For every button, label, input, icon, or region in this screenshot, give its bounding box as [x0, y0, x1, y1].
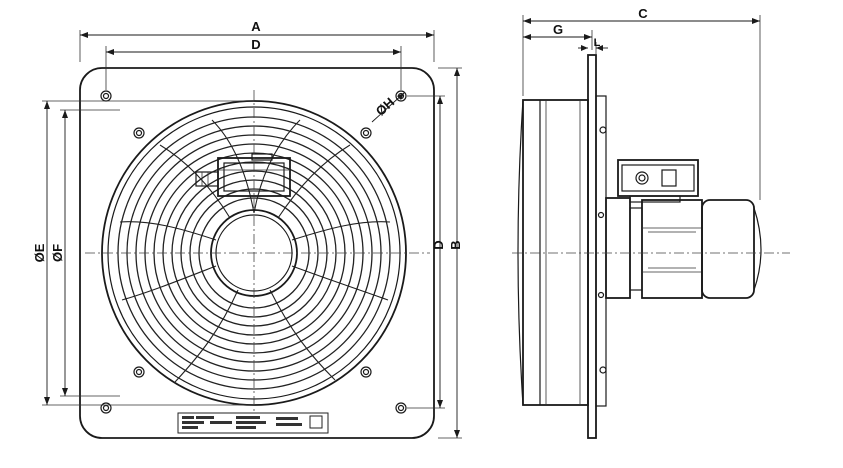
dimension-F: ØF — [50, 109, 120, 397]
front-view: A D ØE ØF — [32, 19, 463, 439]
corner-holes — [100, 90, 407, 414]
motor-body — [641, 199, 703, 299]
label-E: ØE — [32, 243, 47, 262]
dimension-H: ØH — [371, 92, 405, 123]
dimension-B: B — [438, 67, 463, 439]
mounting-hole-icon — [395, 402, 407, 414]
mounting-hole-icon — [100, 90, 112, 102]
dimension-L: L — [578, 37, 608, 55]
dimension-D-side: D — [407, 95, 446, 409]
side-bolts — [597, 126, 607, 374]
mounting-plate — [79, 67, 435, 439]
label-G: G — [553, 22, 563, 37]
mounting-hole-icon — [133, 366, 145, 378]
dimension-D-top: D — [105, 37, 402, 90]
dimension-E: ØE — [32, 100, 254, 406]
mounting-hole-icon — [100, 402, 112, 414]
side-mounting-plate — [587, 54, 597, 439]
rating-plate — [177, 412, 329, 434]
label-L: L — [594, 37, 601, 49]
side-terminal-box — [617, 159, 699, 203]
label-H: ØH — [373, 95, 398, 119]
label-D-side: D — [431, 240, 446, 249]
mounting-hole-icon — [360, 127, 372, 139]
dimension-A: A — [79, 19, 435, 62]
motor-fan-cover — [701, 199, 755, 299]
fan-blades — [119, 119, 391, 383]
side-view: C G L — [512, 6, 790, 439]
label-D-top: D — [251, 37, 260, 52]
dimension-C: C — [522, 6, 761, 200]
bracket-holes — [133, 127, 372, 378]
label-A: A — [251, 19, 261, 34]
label-B: B — [448, 240, 463, 249]
label-F: ØF — [50, 244, 65, 262]
side-housing — [522, 99, 589, 406]
motor-flange — [605, 197, 631, 299]
mounting-hole-icon — [133, 127, 145, 139]
side-bracket — [595, 95, 607, 407]
mounting-hole-icon — [360, 366, 372, 378]
label-C: C — [638, 6, 648, 21]
dimension-G: G — [523, 22, 593, 50]
